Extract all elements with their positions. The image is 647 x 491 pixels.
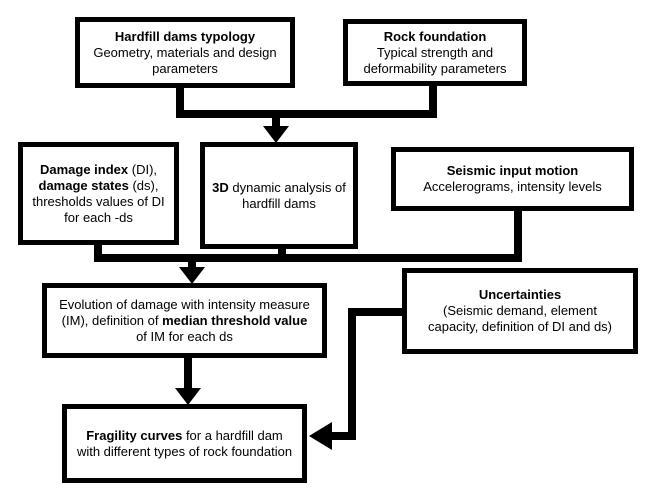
box-title: Hardfill dams typology xyxy=(115,29,255,45)
box-seismic-input-motion: Seismic input motion Accelerograms, inte… xyxy=(391,147,634,211)
box-text-line: (IM), definition of median threshold val… xyxy=(62,313,308,329)
box-text: parameters xyxy=(152,60,218,76)
box-text-bold: Damage index xyxy=(39,161,129,177)
box-text: for a hardfill dam xyxy=(182,427,283,443)
box-text-bold: median threshold value xyxy=(162,312,308,328)
box-text-line: 3D dynamic analysis of xyxy=(212,180,346,196)
connector-bus-top xyxy=(176,110,437,118)
box-text: thresholds values of DI xyxy=(32,193,165,209)
box-fragility-curves: Fragility curves for a hardfill dam with… xyxy=(62,404,307,483)
box-3d-dynamic-analysis: 3D dynamic analysis of hardfill dams xyxy=(200,142,358,249)
box-title-text: Rock foundation xyxy=(383,28,487,44)
box-text-line: deformability parameters xyxy=(363,61,506,77)
box-damage-index: Damage index (DI), damage states (ds), t… xyxy=(18,142,179,245)
connector-arrow2-shaft xyxy=(188,258,196,270)
box-text-line: Geometry, materials and design xyxy=(93,45,276,61)
box-text-line: capacity, definition of DI and ds) xyxy=(428,319,612,335)
box-text-line: hardfill dams xyxy=(242,196,316,212)
box-text: dynamic analysis of xyxy=(228,179,346,195)
box-text-line: damage states (ds), xyxy=(39,178,159,194)
box-title-text: Hardfill dams typology xyxy=(114,28,256,44)
box-title-text: Uncertainties xyxy=(478,287,562,302)
box-text: with different types of rock foundation xyxy=(76,443,293,459)
box-title-text: Seismic input motion xyxy=(446,163,579,178)
box-damage-evolution: Evolution of damage with intensity measu… xyxy=(42,283,327,358)
box-text: hardfill dams xyxy=(242,195,316,211)
box-text-line: with different types of rock foundation xyxy=(77,444,292,460)
arrow-left-icon xyxy=(309,422,332,450)
box-text: for each -ds xyxy=(64,209,133,225)
box-text-line: Damage index (DI), xyxy=(40,162,157,178)
box-text: deformability parameters xyxy=(363,60,507,76)
box-text: Accelerograms, intensity levels xyxy=(423,179,602,194)
connector-rock-drop xyxy=(429,83,437,118)
box-title: Uncertainties xyxy=(479,287,561,303)
box-text-line: Typical strength and xyxy=(377,45,493,61)
connector-typology-drop xyxy=(176,85,184,118)
connector-damage-index-drop xyxy=(94,242,102,262)
box-text: Typical strength and xyxy=(376,44,494,60)
box-text-line: of IM for each ds xyxy=(136,329,233,345)
arrow-down-icon xyxy=(175,388,201,405)
box-text: (ds), xyxy=(128,177,159,193)
box-text-bold: damage states xyxy=(38,177,129,193)
connector-arrow3-shaft xyxy=(184,355,192,391)
connector-uncertainties-in xyxy=(330,432,356,440)
box-text: (DI), xyxy=(128,161,158,177)
box-hardfill-dams-typology: Hardfill dams typology Geometry, materia… xyxy=(75,17,295,88)
connector-arrow1-shaft xyxy=(272,114,280,130)
box-text-line: parameters xyxy=(152,61,218,77)
box-text: of IM for each ds xyxy=(136,328,233,344)
box-text-line: Fragility curves for a hardfill dam xyxy=(86,428,283,444)
box-title: Seismic input motion xyxy=(447,163,578,179)
connector-bus-middle xyxy=(94,254,522,262)
box-text: (IM), definition of xyxy=(61,312,163,328)
arrow-down-icon xyxy=(263,126,289,143)
box-text-line: for each -ds xyxy=(64,210,133,226)
box-text: Geometry, materials and design xyxy=(93,44,277,60)
box-text: (Seismic demand, element xyxy=(443,303,597,318)
box-text: capacity, definition of DI and ds) xyxy=(427,319,613,334)
arrow-down-icon xyxy=(179,267,205,284)
box-text-bold: Fragility curves xyxy=(86,427,183,443)
box-title: Rock foundation xyxy=(384,29,487,45)
box-text-line: (Seismic demand, element xyxy=(443,303,597,319)
box-rock-foundation: Rock foundation Typical strength and def… xyxy=(343,19,527,86)
box-text-bold: 3D xyxy=(212,179,229,195)
box-text-line: Evolution of damage with intensity measu… xyxy=(59,297,310,313)
box-text-line: thresholds values of DI xyxy=(32,194,164,210)
box-uncertainties: Uncertainties (Seismic demand, element c… xyxy=(402,268,638,354)
box-text: Evolution of damage with intensity measu… xyxy=(59,296,310,312)
connector-seismic-drop xyxy=(514,208,522,262)
connector-uncertainties-down xyxy=(348,308,356,440)
connector-uncertainties-out xyxy=(350,308,404,316)
box-text-line: Accelerograms, intensity levels xyxy=(423,179,601,195)
